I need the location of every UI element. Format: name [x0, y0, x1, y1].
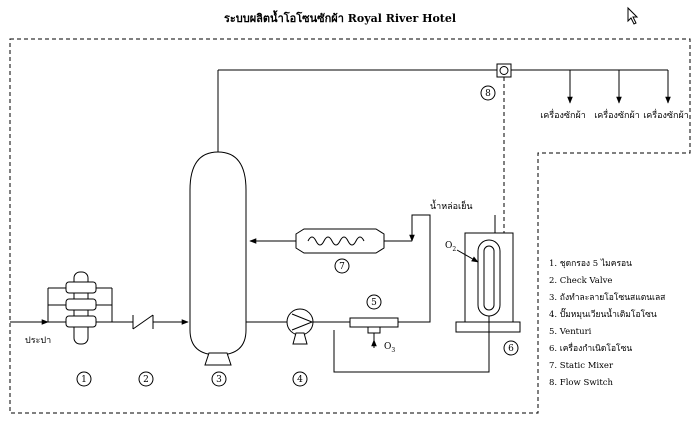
cooling-water-label: น้ำหล่อเย็น [430, 199, 473, 212]
legend-item: 1. ชุดกรอง 5 ไมครอน [549, 258, 632, 269]
marker-5: 5 [366, 294, 382, 310]
mouse-cursor-icon [627, 6, 639, 25]
static-mixer-icon [295, 228, 385, 254]
diagram-title: ระบบผลิตน้ำโอโซนซักผ้า Royal River Hotel [224, 10, 456, 25]
water-in-label: ประปา [25, 336, 51, 346]
marker-3: 3 [211, 371, 227, 387]
legend-item: 5. Venturi [549, 327, 592, 337]
pump-icon [286, 308, 314, 345]
svg-text:7: 7 [339, 262, 345, 272]
pipe-venturi-mixer [398, 214, 431, 323]
legend-item: 6. เครื่องกำเนิดโอโซน [549, 342, 632, 354]
marker-1: 1 [76, 371, 92, 387]
marker-7: 7 [334, 258, 350, 274]
svg-text:5: 5 [371, 298, 377, 308]
marker-2: 2 [138, 371, 154, 387]
ozone-generator-icon [455, 232, 521, 333]
svg-text:3: 3 [216, 375, 222, 385]
svg-text:6: 6 [508, 344, 514, 354]
ozone-line [333, 316, 490, 373]
svg-text:8: 8 [485, 89, 491, 99]
svg-text:4: 4 [297, 375, 303, 385]
svg-text:1: 1 [81, 375, 87, 385]
o2-line [456, 249, 479, 263]
plant-boundary [9, 38, 691, 414]
flow-switch-icon [496, 63, 512, 78]
legend-item: 7. Static Mixer [549, 361, 614, 371]
washer-label-1: เครื่องซักผ้า [540, 108, 586, 121]
o2-label: O2 [445, 241, 456, 253]
legend-item: 8. Flow Switch [549, 378, 614, 388]
dissolving-tank [189, 151, 247, 366]
legend-item: 3. ถังทำละลายโอโซนสแตนเลส [549, 292, 666, 303]
legend-item: 2. Check Valve [549, 276, 612, 286]
legend-item: 4. ปั๊มหมุนเวียนน้ำเติมโอโซน [549, 307, 657, 320]
marker-6: 6 [503, 340, 519, 356]
o3-label: O3 [384, 342, 395, 354]
header-pipe [217, 69, 671, 165]
check-valve-icon [132, 314, 154, 330]
svg-text:2: 2 [143, 375, 149, 385]
washer-label-2: เครื่องซักผ้า [594, 108, 640, 121]
marker-4: 4 [292, 371, 308, 387]
marker-8: 8 [480, 85, 496, 101]
washer-label-3: เครื่องซักผ้า [643, 108, 689, 121]
legend: 1. ชุดกรอง 5 ไมครอน 2. Check Valve 3. ถั… [549, 258, 666, 388]
filter-icon [47, 271, 113, 345]
